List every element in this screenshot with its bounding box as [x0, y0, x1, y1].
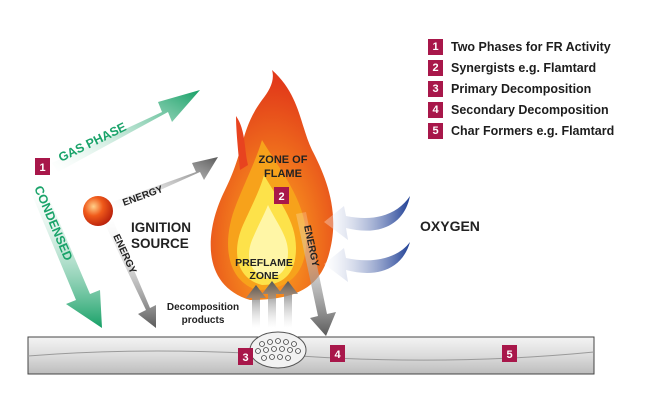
legend-item: 1 Two Phases for FR Activity: [428, 36, 614, 57]
ignition-label-line1: IGNITION: [131, 220, 191, 235]
svg-text:2: 2: [278, 191, 284, 203]
condensed-label: CONDENSED: [31, 184, 75, 263]
gas-phase-arrow: [52, 90, 200, 172]
energy-up-label: ENERGY: [121, 184, 165, 209]
zone-of-flame-line2: FLAME: [264, 168, 302, 180]
legend-text: Synergists e.g. Flamtard: [451, 60, 597, 75]
legend-badge: 4: [428, 101, 443, 118]
gas-phase-label: GAS PHASE: [56, 120, 128, 165]
oxygen-label: OXYGEN: [420, 218, 480, 234]
oxygen-arrow-upper: [324, 196, 410, 240]
ignition-source-ball: [83, 196, 113, 226]
legend-item: 5 Char Formers e.g. Flamtard: [428, 120, 614, 141]
svg-text:3: 3: [242, 352, 248, 364]
svg-text:5: 5: [506, 349, 512, 361]
primary-decomposition-blob: [249, 331, 307, 369]
marker-2: 2: [274, 187, 289, 204]
legend-badge: 2: [428, 59, 443, 76]
legend-badge: 1: [428, 38, 443, 55]
legend-item: 2 Synergists e.g. Flamtard: [428, 57, 614, 78]
legend-text: Char Formers e.g. Flamtard: [451, 123, 615, 138]
marker-4: 4: [330, 345, 345, 362]
legend-item: 4 Secondary Decomposition: [428, 99, 614, 120]
preflame-arrows: [246, 281, 298, 328]
energy-down-arrow: [104, 218, 156, 328]
energy-flame-arrow: [296, 212, 336, 336]
legend-text: Two Phases for FR Activity: [451, 39, 611, 54]
legend-item: 3 Primary Decomposition: [428, 78, 614, 99]
ignition-label-line2: SOURCE: [131, 236, 189, 251]
energy-up-arrow: [112, 157, 218, 210]
legend-badge: 3: [428, 80, 443, 97]
marker-5: 5: [502, 345, 517, 362]
svg-text:4: 4: [334, 349, 341, 361]
marker-3: 3: [238, 348, 253, 365]
legend-text: Primary Decomposition: [451, 81, 592, 96]
condensed-arrow: [30, 186, 102, 328]
oxygen-arrow-lower: [324, 242, 410, 282]
marker-1: 1: [35, 158, 50, 175]
preflame-zone-line1: PREFLAME: [235, 257, 293, 269]
svg-text:1: 1: [39, 162, 45, 174]
legend-badge: 5: [428, 122, 443, 139]
legend-text: Secondary Decomposition: [451, 102, 609, 117]
legend: 1 Two Phases for FR Activity 2 Synergist…: [428, 36, 614, 141]
decomposition-products-line1: Decomposition: [167, 302, 239, 313]
zone-of-flame-line1: ZONE OF: [259, 154, 308, 166]
decomposition-products-line2: products: [182, 315, 225, 326]
preflame-zone-line2: ZONE: [249, 270, 278, 282]
